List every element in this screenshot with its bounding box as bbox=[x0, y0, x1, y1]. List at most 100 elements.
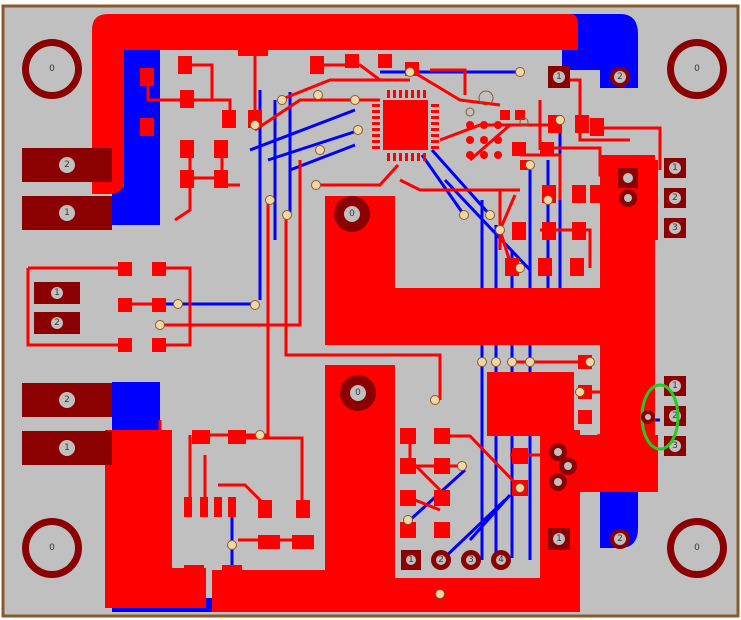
top-trace bbox=[318, 63, 381, 82]
right-header-top[interactable]: 1 2 3 bbox=[612, 158, 686, 240]
smd-pad[interactable] bbox=[258, 535, 280, 549]
small-pad-pair-top[interactable]: 1 2 bbox=[548, 66, 630, 88]
mounting-hole-top-left[interactable]: 0 bbox=[22, 39, 82, 99]
via bbox=[350, 95, 360, 105]
top-trace bbox=[284, 215, 442, 400]
smd-pad[interactable] bbox=[578, 410, 592, 424]
top-trace bbox=[320, 163, 400, 187]
power-connector-bottom[interactable]: 2 1 bbox=[22, 383, 112, 465]
smd-pad[interactable] bbox=[152, 298, 166, 312]
fiducial bbox=[465, 107, 475, 117]
th-pads-right-center[interactable] bbox=[549, 189, 655, 491]
smd-pad[interactable] bbox=[540, 142, 554, 156]
smd-pad[interactable] bbox=[140, 118, 154, 136]
smd-pad[interactable] bbox=[515, 110, 525, 120]
smd-pad[interactable] bbox=[192, 430, 210, 444]
top-trace bbox=[185, 63, 214, 100]
smd-pad[interactable] bbox=[258, 500, 272, 518]
smd-pad[interactable] bbox=[152, 338, 166, 352]
smd-pad[interactable] bbox=[542, 222, 556, 240]
fiducial bbox=[478, 90, 494, 106]
signal-connector-left[interactable]: 1 2 bbox=[34, 282, 80, 334]
smd-pad[interactable] bbox=[178, 56, 192, 74]
smd-pad[interactable] bbox=[214, 170, 228, 188]
smd-pad[interactable] bbox=[214, 140, 228, 158]
smd-pad[interactable] bbox=[378, 54, 392, 68]
smd-pad[interactable] bbox=[505, 258, 519, 276]
smd-pad[interactable] bbox=[180, 140, 194, 158]
top-trace bbox=[600, 126, 662, 170]
ic-qfn-package[interactable] bbox=[372, 90, 439, 161]
smd-pad[interactable] bbox=[590, 185, 604, 203]
mounting-hole-bottom-left[interactable]: 0 bbox=[22, 518, 82, 578]
via bbox=[155, 320, 165, 330]
smd-pad[interactable] bbox=[512, 142, 526, 156]
smd-pad[interactable] bbox=[434, 522, 450, 538]
smd-pad[interactable] bbox=[570, 258, 584, 276]
smd-pad[interactable] bbox=[590, 118, 604, 136]
large-pad-upper[interactable]: 0 bbox=[334, 196, 370, 232]
pin-label: 4 bbox=[498, 555, 504, 565]
smd-pad[interactable] bbox=[572, 222, 586, 240]
smd-pad[interactable] bbox=[152, 262, 166, 276]
smd-pad[interactable] bbox=[180, 90, 194, 108]
smd-pad[interactable] bbox=[400, 428, 416, 444]
mounting-hole-label: 0 bbox=[49, 543, 55, 553]
via bbox=[515, 483, 525, 493]
mounting-hole-top-right[interactable]: 0 bbox=[667, 39, 727, 99]
smd-pad[interactable] bbox=[118, 338, 132, 352]
smd-pad[interactable] bbox=[400, 522, 416, 538]
bottom-header[interactable]: 1 2 3 4 bbox=[401, 550, 511, 570]
bga-ball bbox=[480, 121, 488, 129]
smd-pad[interactable] bbox=[180, 170, 194, 188]
smd-pad[interactable] bbox=[118, 298, 132, 312]
smd-pad[interactable] bbox=[572, 185, 586, 203]
smd-pad[interactable] bbox=[400, 458, 416, 474]
ic-pin bbox=[417, 153, 420, 161]
via bbox=[543, 195, 553, 205]
smd-pad[interactable] bbox=[222, 565, 242, 581]
smd-pad[interactable] bbox=[434, 428, 450, 444]
smd-pad[interactable] bbox=[512, 448, 528, 464]
smd-pad[interactable] bbox=[140, 68, 154, 86]
pin-label: 2 bbox=[617, 534, 623, 544]
small-pad-pair-bottom[interactable]: 1 2 bbox=[548, 528, 630, 550]
smd-pad[interactable] bbox=[512, 222, 526, 240]
smd-pad[interactable] bbox=[238, 42, 268, 56]
smd-pad[interactable] bbox=[510, 385, 528, 399]
ic-pin bbox=[411, 90, 414, 98]
smd-pad[interactable] bbox=[292, 535, 314, 549]
smd-pad[interactable] bbox=[184, 565, 204, 581]
ic-pin bbox=[431, 116, 439, 119]
smd-pad[interactable] bbox=[538, 258, 552, 276]
smd-pad[interactable] bbox=[434, 490, 450, 506]
bga-cluster bbox=[465, 90, 529, 159]
right-header-bottom[interactable]: 1 2 3 bbox=[664, 376, 686, 456]
top-trace bbox=[174, 148, 192, 222]
large-pad-lower[interactable]: 0 bbox=[340, 375, 376, 411]
smd-pad[interactable] bbox=[118, 262, 132, 276]
smd-pad[interactable] bbox=[222, 110, 236, 128]
smd-pad[interactable] bbox=[434, 458, 450, 474]
ic-pin bbox=[393, 153, 396, 161]
smd-pad[interactable] bbox=[200, 497, 208, 517]
smd-pad[interactable] bbox=[400, 588, 416, 604]
smd-pad[interactable] bbox=[214, 497, 222, 517]
smd-pad[interactable] bbox=[575, 115, 589, 133]
top-pour-top-band bbox=[92, 14, 578, 194]
smd-pad[interactable] bbox=[400, 490, 416, 506]
smd-pad[interactable] bbox=[310, 56, 324, 74]
smd-pad[interactable] bbox=[228, 497, 236, 517]
smd-pad[interactable] bbox=[296, 500, 310, 518]
smd-pad[interactable] bbox=[228, 430, 246, 444]
top-trace bbox=[26, 268, 125, 347]
via bbox=[311, 180, 321, 190]
top-trace bbox=[409, 68, 501, 107]
mounting-hole-bottom-right[interactable]: 0 bbox=[667, 518, 727, 578]
via bbox=[282, 210, 292, 220]
smd-pad[interactable] bbox=[345, 54, 359, 68]
power-connector-top[interactable]: 2 1 bbox=[22, 148, 112, 230]
smd-pad[interactable] bbox=[500, 110, 510, 120]
smd-pad[interactable] bbox=[184, 497, 192, 517]
